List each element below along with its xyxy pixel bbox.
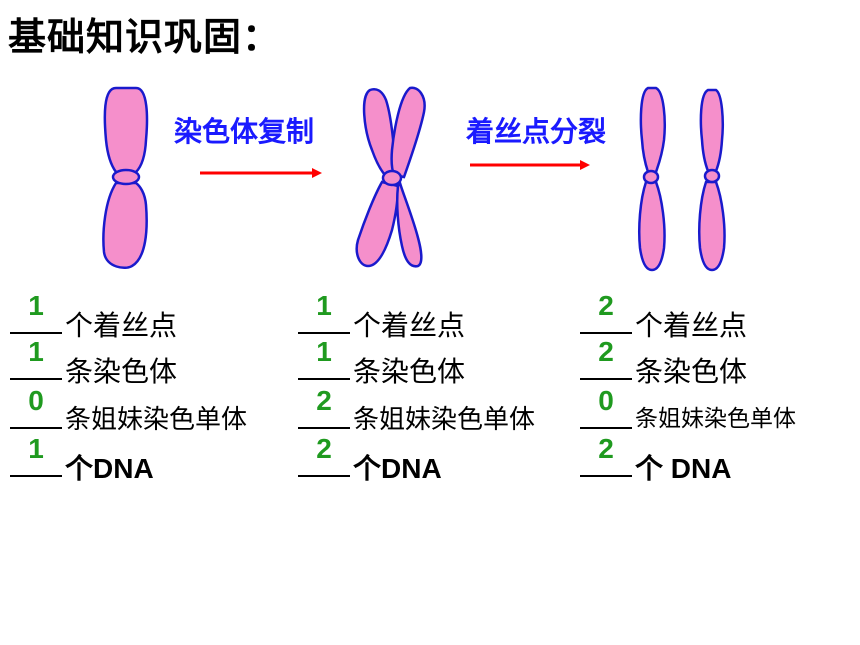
answer-blank[interactable] — [298, 401, 350, 429]
row-label: 条染色体 — [353, 355, 466, 388]
chromosome-replicated — [355, 86, 426, 268]
row-label: 个DNA — [65, 453, 154, 484]
answer-blank[interactable] — [10, 449, 62, 477]
answer-blank[interactable] — [10, 401, 62, 429]
arrow-centromere-split — [470, 160, 590, 170]
answer-blank[interactable] — [298, 449, 350, 477]
answer-value: 2 — [598, 433, 614, 464]
row-label: 条染色体 — [635, 355, 748, 388]
step-label-centromere-split: 着丝点分裂 — [466, 115, 607, 148]
answer-blank[interactable] — [580, 306, 632, 334]
answer-value: 1 — [316, 290, 332, 321]
chromosome-separated-left — [638, 86, 666, 272]
answer-value: 0 — [598, 385, 614, 416]
answer-blank[interactable] — [298, 352, 350, 380]
page-title: 基础知识巩固： — [8, 15, 282, 59]
answer-blank[interactable] — [580, 449, 632, 477]
answer-value: 1 — [28, 336, 44, 367]
step-label-replication: 染色体复制 — [174, 115, 315, 148]
row-label: 个着丝点 — [635, 309, 748, 342]
row-label: 个着丝点 — [65, 309, 178, 342]
answer-value: 1 — [316, 336, 332, 367]
answer-blank[interactable] — [298, 306, 350, 334]
answer-blank[interactable] — [10, 352, 62, 380]
answer-value: 0 — [28, 385, 44, 416]
answer-value: 1 — [28, 290, 44, 321]
answer-value: 2 — [598, 290, 614, 321]
row-label: 个DNA — [353, 453, 442, 484]
row-label: 条姐妹染色单体 — [353, 405, 536, 435]
answer-blank[interactable] — [580, 401, 632, 429]
answer-value: 2 — [316, 385, 332, 416]
arrow-replication — [200, 168, 322, 178]
answer-blank[interactable] — [580, 352, 632, 380]
row-label: 条姐妹染色单体 — [65, 405, 248, 435]
row-label: 条染色体 — [65, 355, 178, 388]
answer-blank[interactable] — [10, 306, 62, 334]
answer-value: 2 — [316, 433, 332, 464]
row-label: 个 DNA — [635, 453, 732, 484]
answer-value: 1 — [28, 433, 44, 464]
row-label: 条姐妹染色单体 — [635, 406, 796, 432]
answer-value: 2 — [598, 336, 614, 367]
row-label: 个着丝点 — [353, 309, 466, 342]
chromosome-separated-right — [698, 88, 726, 272]
chromosome-single — [102, 86, 149, 269]
